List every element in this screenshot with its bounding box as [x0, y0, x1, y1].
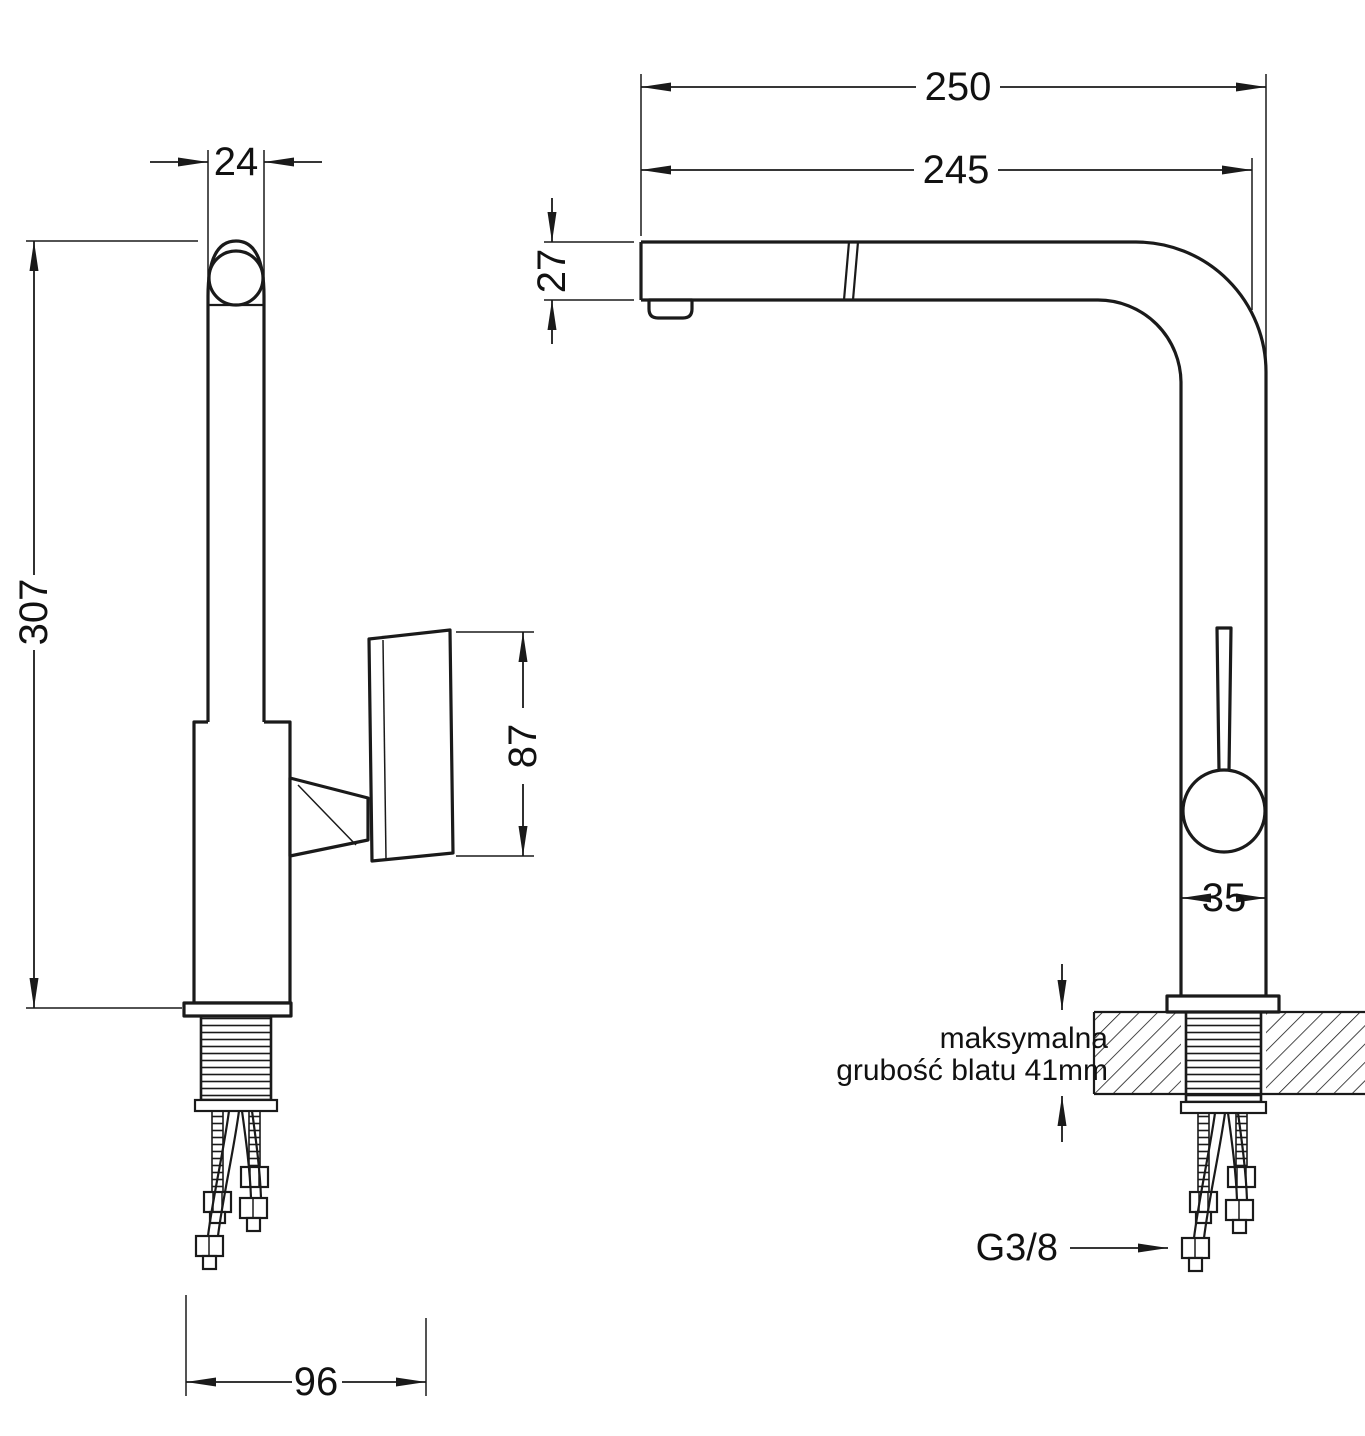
- dim-handle-length: 87: [456, 631, 545, 857]
- dim-250-label: 250: [925, 65, 992, 109]
- side-handle: [367, 628, 455, 863]
- front-pullout-seam-2: [851, 241, 860, 301]
- counter-note-line1: maksymalna: [940, 1022, 1109, 1055]
- front-base-flange: [1165, 994, 1281, 1014]
- dim-total-reach: 250: [640, 65, 1267, 364]
- front-spout-outer: [641, 240, 1268, 1000]
- dim-87-label: 87: [501, 724, 545, 769]
- front-pullout-seam-1: [842, 241, 851, 301]
- dim-96-label: 96: [294, 1360, 339, 1404]
- counter-note-line2: grubość blatu 41mm: [836, 1054, 1108, 1087]
- front-view: 250 245 27 35 maksymalna grub: [530, 65, 1365, 1273]
- front-threaded-shank: [1184, 1010, 1263, 1104]
- side-spout-column: [206, 239, 266, 722]
- side-cone-detail: [297, 784, 357, 846]
- dim-24-label: 24: [214, 140, 259, 184]
- side-hoses: [194, 1110, 269, 1271]
- front-valve-sphere: [1181, 768, 1267, 854]
- dim-spout-height: 27: [530, 198, 634, 344]
- dim-307-label: 307: [12, 579, 56, 646]
- side-mounting-plate: [193, 1098, 279, 1113]
- dim-245-label: 245: [923, 148, 990, 192]
- dim-body-width: 35: [1181, 876, 1266, 920]
- side-body: [192, 720, 292, 1005]
- side-base-flange: [182, 1001, 293, 1018]
- front-aerator: [647, 298, 694, 320]
- side-handle-edge: [382, 639, 387, 860]
- thread-callout: G3/8: [976, 1227, 1168, 1269]
- countertop-hatch-right: [1266, 1013, 1365, 1093]
- front-hoses: [1180, 1112, 1255, 1273]
- dim-35-label: 35: [1202, 876, 1247, 920]
- dim-spout-reach: 245: [641, 148, 1253, 310]
- side-threaded-shank: [199, 1014, 273, 1102]
- counter-thickness-note: maksymalna grubość blatu 41mm: [836, 964, 1108, 1142]
- countertop: [1092, 1010, 1365, 1096]
- thread-label: G3/8: [976, 1227, 1058, 1269]
- dim-spout-width: 24: [150, 140, 322, 292]
- dim-base-depth: 96: [185, 1295, 427, 1404]
- dim-total-height: 307: [12, 240, 198, 1009]
- side-cap-circle: [207, 249, 265, 307]
- front-handle-lever: [1215, 626, 1233, 773]
- countertop-hatch-left: [1095, 1013, 1181, 1093]
- dim-27-label: 27: [530, 249, 574, 294]
- front-mounting-plate: [1179, 1100, 1268, 1115]
- front-spout-inner: [641, 298, 1183, 1000]
- side-view: 24 307 87 96: [12, 140, 545, 1404]
